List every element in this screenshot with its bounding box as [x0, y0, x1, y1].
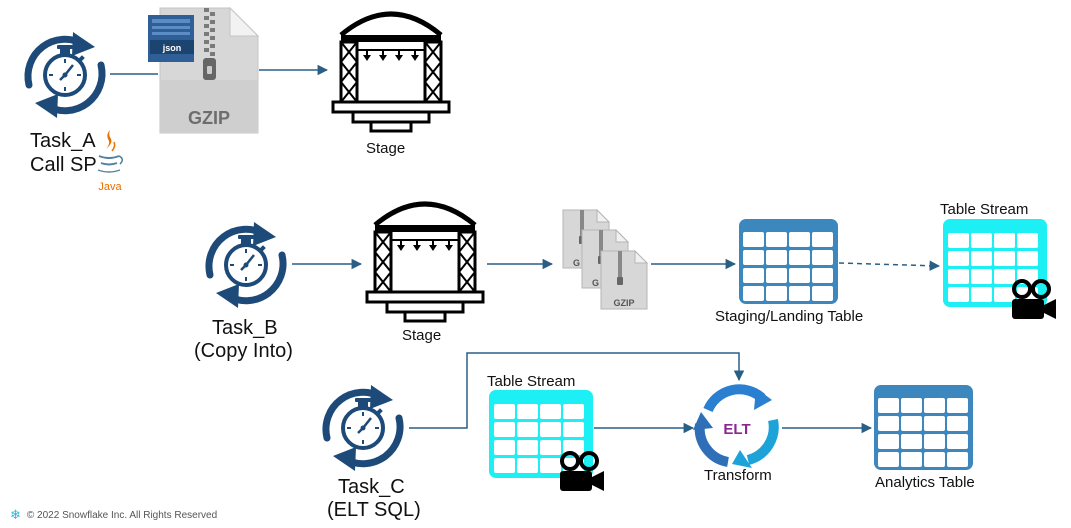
- elt-label: ELT: [723, 421, 750, 438]
- json-badge: json: [148, 15, 194, 62]
- java-icon: [97, 130, 124, 173]
- stage-2-label: Stage: [402, 327, 442, 344]
- analytics-table-label: Analytics Table: [875, 474, 975, 491]
- gzip-label-back-1: G: [573, 258, 580, 268]
- arrow-staging-to-stream-dashed: [838, 260, 941, 271]
- stage-icon-1: [333, 14, 449, 131]
- task-c-detail: (ELT SQL): [327, 499, 421, 521]
- transform-label: Transform: [704, 467, 772, 484]
- staging-table-icon: [739, 219, 838, 304]
- java-label: Java: [98, 181, 122, 193]
- task-a-detail: Call SP: [30, 154, 97, 176]
- stage-icon-2: [367, 204, 483, 321]
- table-stream-1-label: Table Stream: [940, 201, 1029, 218]
- gzip-label: GZIP: [188, 108, 230, 128]
- gzip-label-back-2: G: [592, 278, 599, 288]
- copyright-text: © 2022 Snowflake Inc. All Rights Reserve…: [26, 509, 218, 521]
- arrow-task-c-to-transform: [409, 352, 745, 429]
- task-c-stopwatch-icon: [326, 385, 400, 471]
- snowflake-logo-icon: ❄: [10, 507, 21, 522]
- gzip-label-front: GZIP: [613, 298, 634, 308]
- table-stream-2-label: Table Stream: [487, 373, 576, 390]
- analytics-table-icon: [874, 385, 973, 470]
- task-b-stopwatch-icon: [209, 222, 283, 308]
- task-b-detail: (Copy Into): [194, 340, 293, 362]
- table-stream-icon-2: [489, 390, 593, 478]
- json-badge-label: json: [162, 43, 182, 53]
- footer-copyright: ❄ © 2022 Snowflake Inc. All Rights Reser…: [10, 507, 218, 522]
- task-a-name: Task_A: [30, 130, 96, 152]
- task-b-name: Task_B: [212, 317, 278, 339]
- staging-table-label: Staging/Landing Table: [715, 308, 864, 325]
- table-stream-icon-1: [943, 219, 1047, 307]
- stage-1-label: Stage: [366, 140, 406, 157]
- task-a-stopwatch-icon: [28, 32, 102, 118]
- elt-transform-icon: ELT: [693, 384, 779, 468]
- task-c-name: Task_C: [338, 476, 405, 498]
